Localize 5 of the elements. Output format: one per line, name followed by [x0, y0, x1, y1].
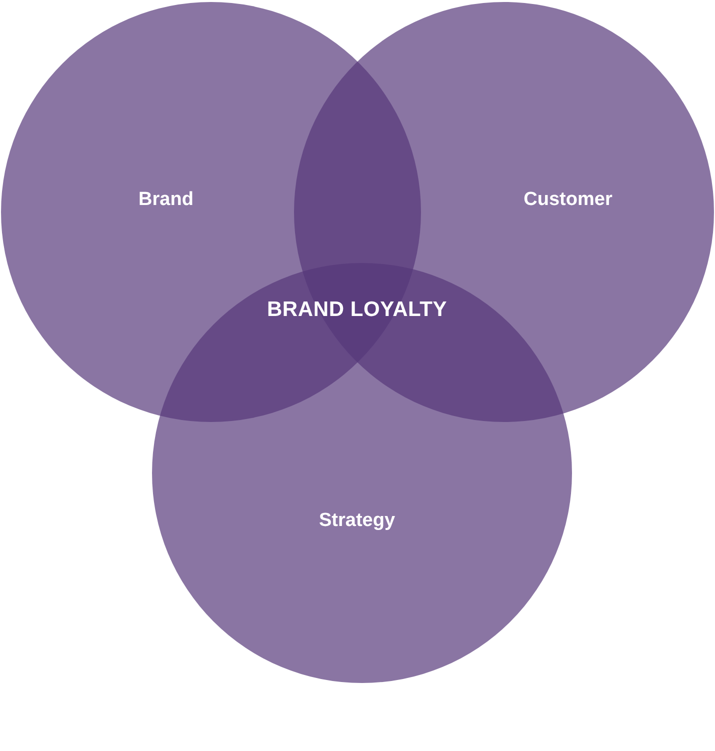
circle-label: Brand [138, 189, 194, 211]
circle-label: Strategy [318, 510, 396, 532]
circle-label: Customer [524, 189, 612, 211]
venn-circle [152, 263, 572, 683]
overlap-label: BRAND LOYALTY [266, 298, 448, 322]
